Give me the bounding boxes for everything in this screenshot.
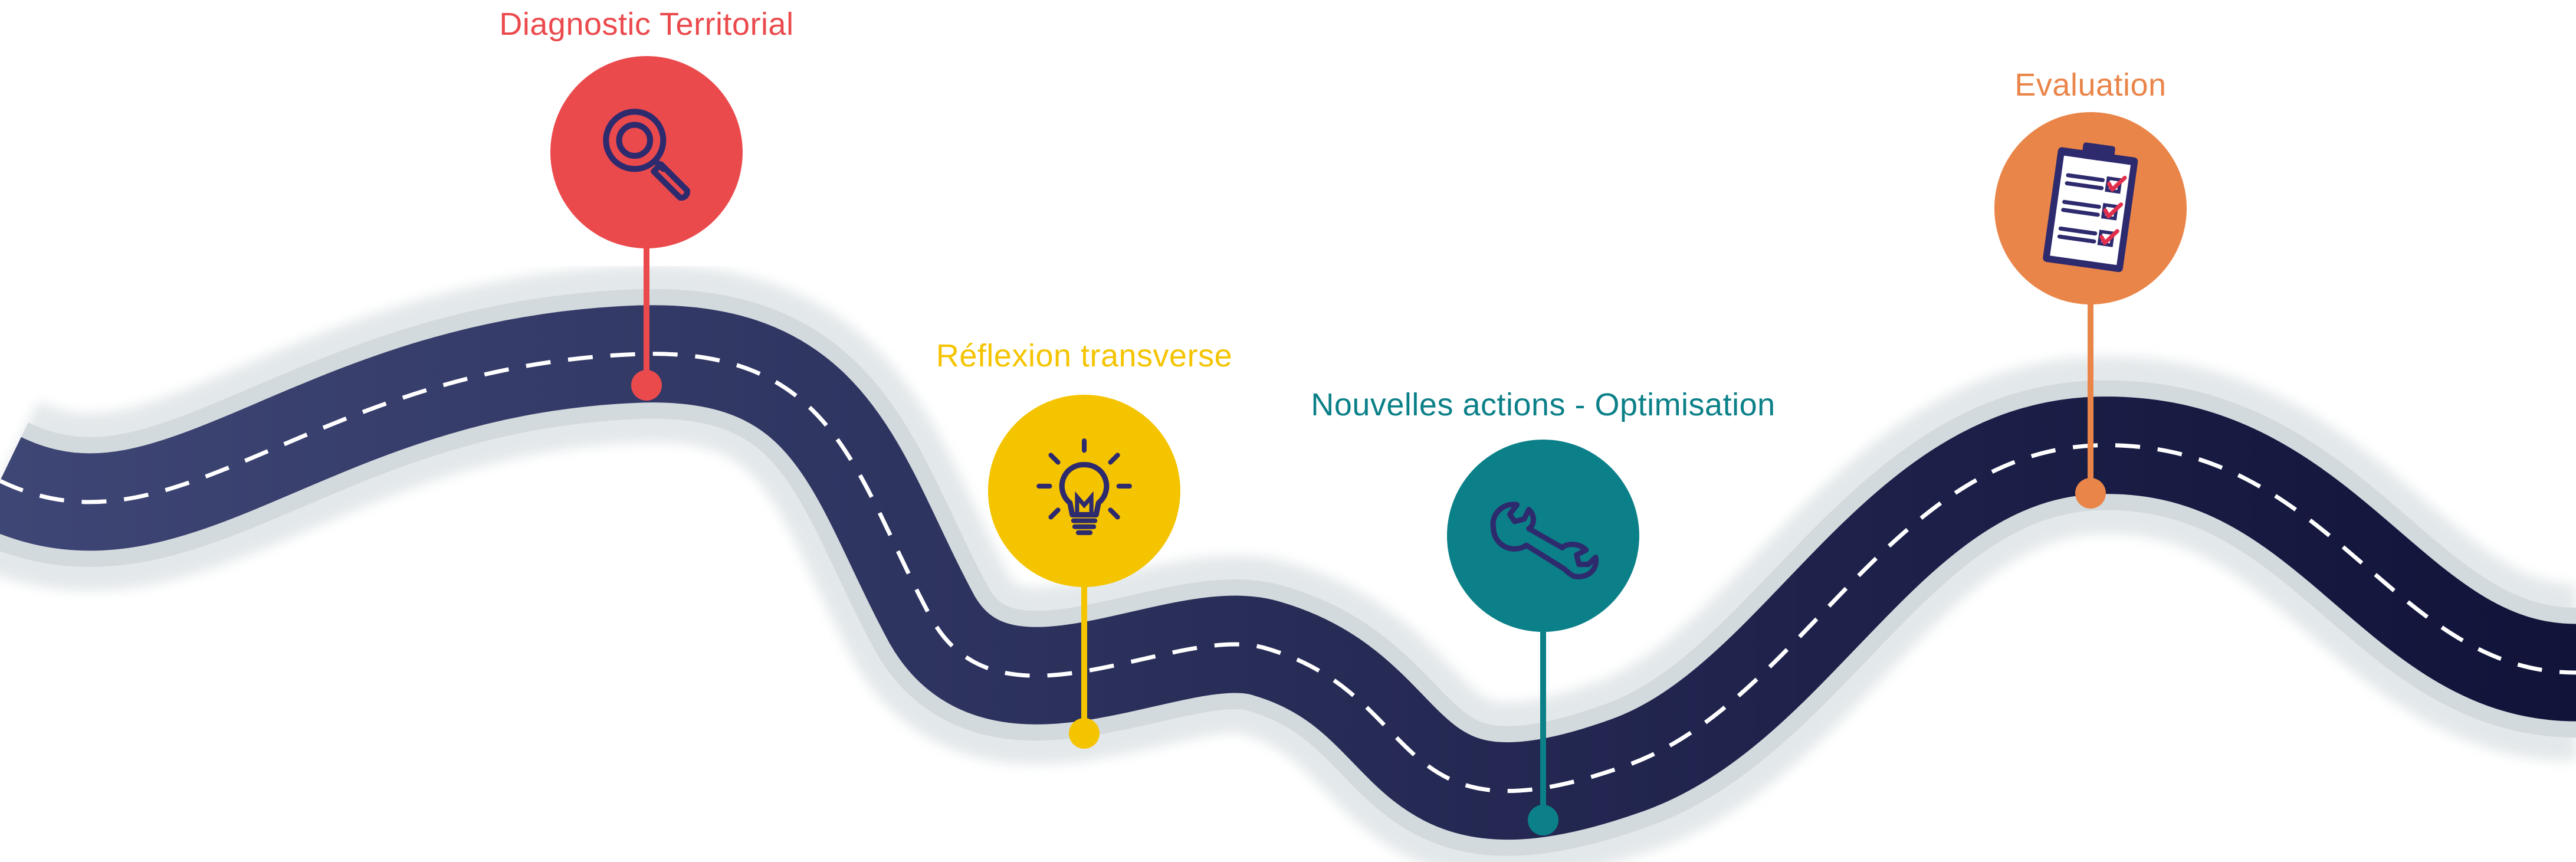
pin-dot: [1069, 718, 1100, 749]
pin-stem: [1081, 566, 1087, 733]
clipboard-checklist-icon: [2043, 142, 2138, 273]
wrench-icon: [1490, 502, 1599, 579]
milestone-label: Réflexion transverse: [936, 338, 1233, 373]
milestone-circle: [1994, 112, 2187, 304]
pin-dot: [631, 370, 662, 401]
lane-marking: [0, 352, 2576, 794]
pin-dot: [1528, 805, 1558, 835]
pin-stem: [2088, 292, 2093, 493]
milestone-circle: [988, 395, 1180, 587]
pin-stem: [1540, 614, 1546, 820]
milestone-label: Nouvelles actions - Optimisation: [1311, 387, 1776, 422]
milestone-label: Diagnostic Territorial: [499, 6, 794, 42]
pin-dot: [2075, 478, 2106, 509]
milestone-circle: [550, 56, 743, 248]
pin-stem: [644, 236, 649, 384]
milestone-circle: [1447, 440, 1639, 632]
lightbulb-icon: [1036, 438, 1132, 535]
magnifier-icon: [603, 109, 690, 201]
milestone-label: Evaluation: [2014, 67, 2167, 103]
